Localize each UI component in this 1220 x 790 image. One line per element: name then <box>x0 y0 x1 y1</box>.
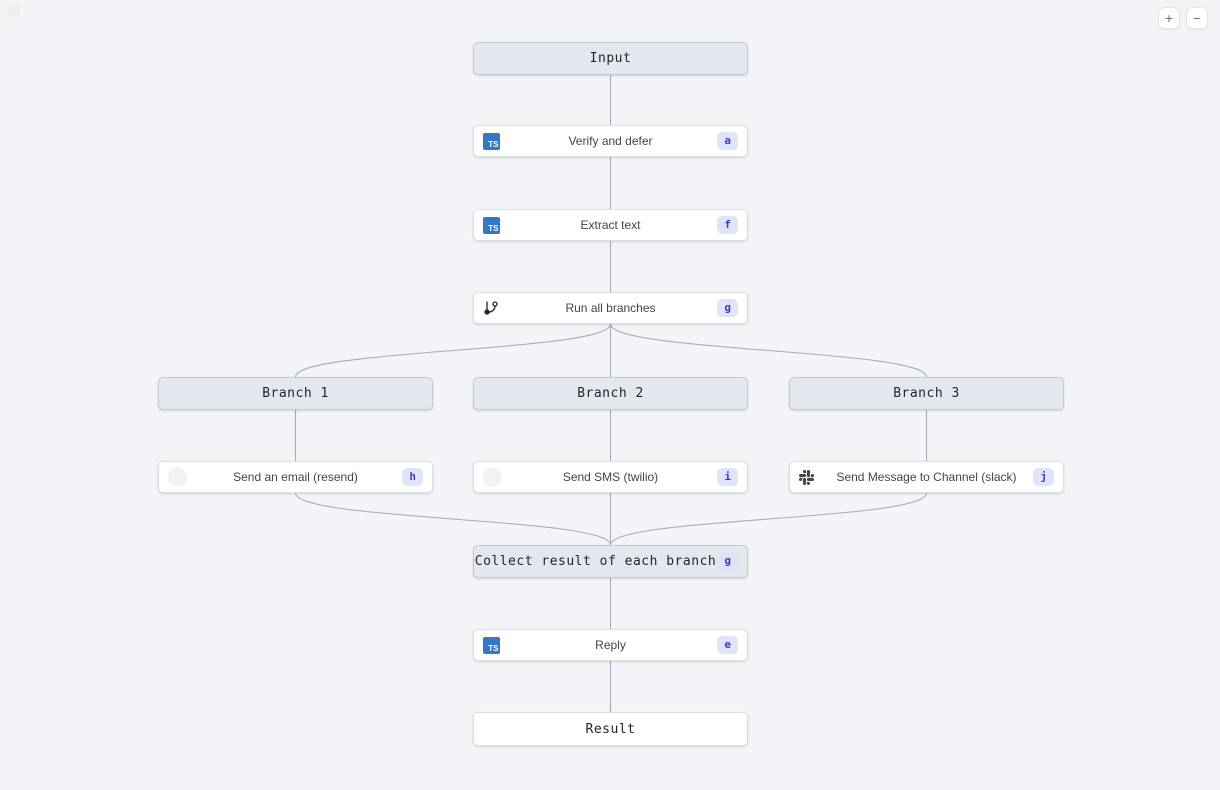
zoom-in-button[interactable]: + <box>1158 7 1180 29</box>
node-reply[interactable]: TS Reply e <box>473 629 748 661</box>
node-input[interactable]: Input <box>473 42 748 75</box>
step-badge: i <box>717 467 738 487</box>
step-badge: e <box>717 635 738 655</box>
node-label: Extract text <box>580 218 641 232</box>
typescript-icon: TS <box>483 216 500 234</box>
node-label: Run all branches <box>565 301 656 315</box>
node-label: Branch 3 <box>893 386 960 401</box>
step-badge: j <box>1033 467 1054 487</box>
node-result[interactable]: Result <box>473 712 748 746</box>
node-label: Branch 2 <box>577 386 644 401</box>
node-label: Reply <box>595 638 626 652</box>
node-run-all-branches[interactable]: Run all branches g <box>473 292 748 324</box>
git-branch-icon <box>483 300 499 316</box>
node-branch-3[interactable]: Branch 3 <box>789 377 1064 410</box>
zoom-out-button[interactable]: − <box>1186 7 1208 29</box>
node-label: Result <box>585 721 636 737</box>
typescript-icon: TS <box>483 132 500 150</box>
node-label: Input <box>589 51 632 66</box>
faded-corner-logo <box>8 5 20 17</box>
step-badge: f <box>717 215 738 235</box>
node-label: Collect result of each branch <box>474 554 717 569</box>
typescript-icon: TS <box>483 636 500 654</box>
resend-icon <box>168 467 187 487</box>
node-collect-result[interactable]: Collect result of each branch g <box>473 545 748 578</box>
node-send-sms[interactable]: Send SMS (twilio) i <box>473 461 748 493</box>
twilio-icon <box>483 467 502 487</box>
node-label: Send SMS (twilio) <box>562 470 659 484</box>
step-badge: h <box>402 467 423 487</box>
node-send-slack[interactable]: Send Message to Channel (slack) j <box>789 461 1064 493</box>
node-extract-text[interactable]: TS Extract text f <box>473 209 748 241</box>
node-branch-2[interactable]: Branch 2 <box>473 377 748 410</box>
zoom-controls: + − <box>1158 7 1208 29</box>
node-verify-and-defer[interactable]: TS Verify and defer a <box>473 125 748 157</box>
node-label: Branch 1 <box>262 386 329 401</box>
node-send-email[interactable]: Send an email (resend) h <box>158 461 433 493</box>
step-badge: a <box>717 131 738 151</box>
node-label: Send Message to Channel (slack) <box>836 470 1017 484</box>
step-badge: g <box>717 552 738 571</box>
slack-icon <box>799 469 814 485</box>
node-label: Verify and defer <box>568 134 653 148</box>
step-badge: g <box>717 298 738 318</box>
node-label: Send an email (resend) <box>233 470 358 484</box>
node-branch-1[interactable]: Branch 1 <box>158 377 433 410</box>
